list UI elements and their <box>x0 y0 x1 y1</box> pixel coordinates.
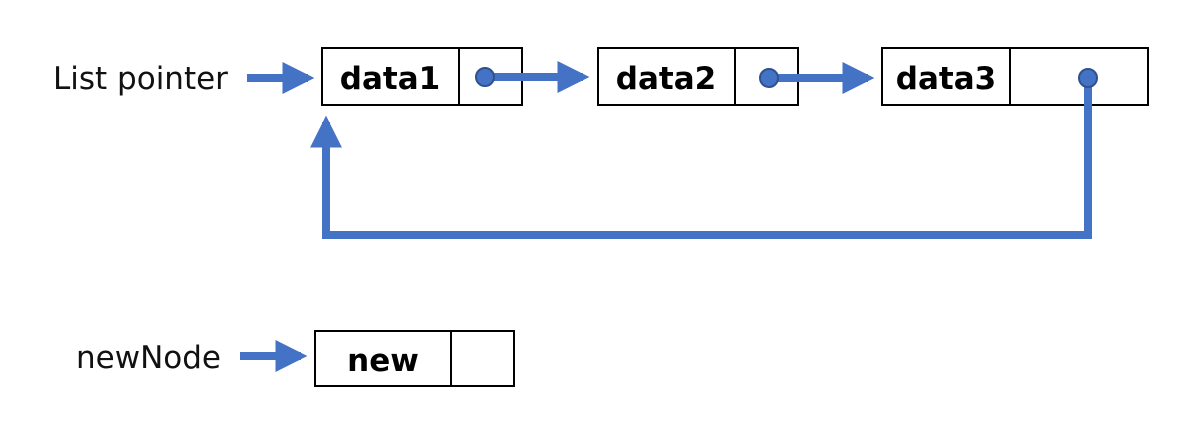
pointer-dot <box>475 67 495 87</box>
node-box <box>314 330 515 387</box>
pointer-dot <box>759 68 779 88</box>
list-pointer-label: List pointer <box>53 61 228 97</box>
circular-back-link-arrow <box>310 78 1092 239</box>
pointer-dot <box>1078 68 1098 88</box>
node-data-label: data3 <box>896 61 996 97</box>
list-node: data3 <box>881 47 1149 106</box>
node-data-label: new <box>347 343 419 379</box>
new-node: new <box>314 330 515 387</box>
node-box <box>881 47 1149 106</box>
node-data-label: data1 <box>340 61 440 97</box>
new-node-label: newNode <box>76 340 221 376</box>
node-data-label: data2 <box>616 61 716 97</box>
